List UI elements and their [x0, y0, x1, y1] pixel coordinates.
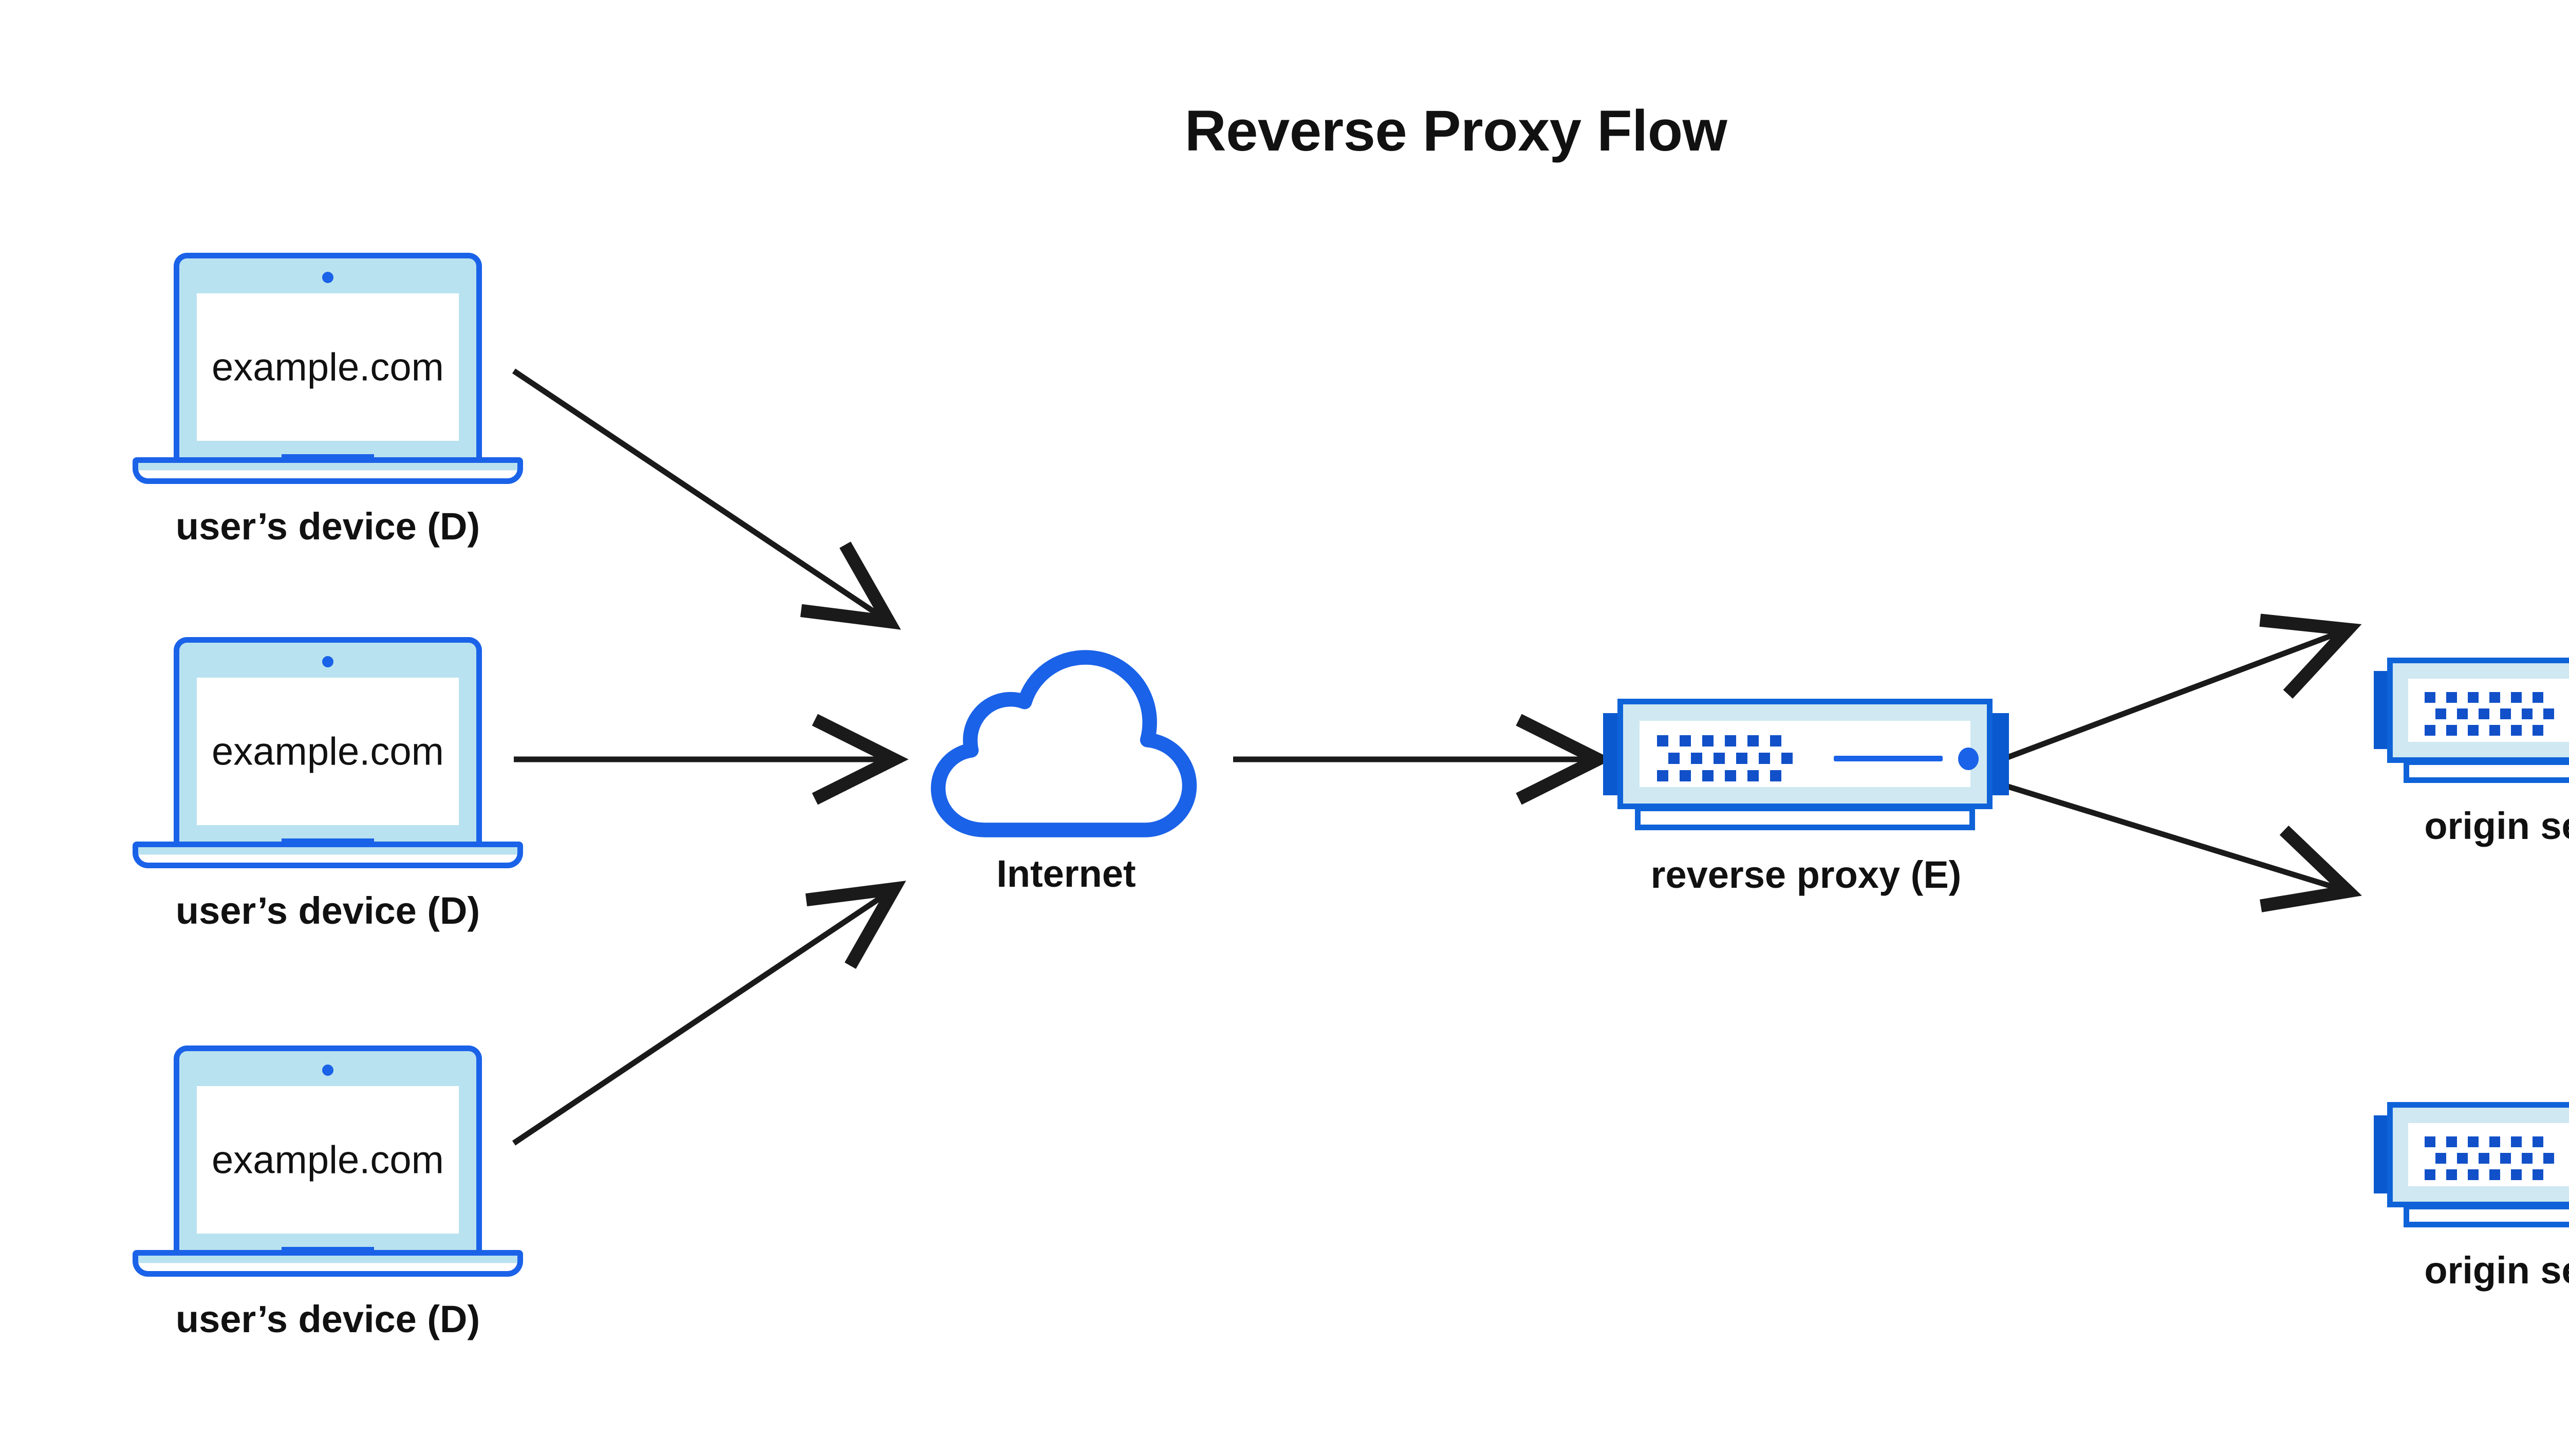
- edge-proxy-origin1: [2005, 629, 2348, 761]
- server-face-panel: [1640, 721, 1979, 787]
- node-label-reverse-proxy: reverse proxy (E): [1650, 853, 1962, 896]
- server-led-icon: [1958, 748, 1979, 770]
- node-label-client-3: user’s device (D): [175, 1298, 480, 1340]
- server-face-panel: [2408, 1123, 2569, 1186]
- server-slot-line: [1834, 756, 1943, 761]
- laptop-icon: example.com: [133, 253, 523, 489]
- screen-url-text: example.com: [212, 1138, 444, 1182]
- server-chassis: [2387, 658, 2569, 763]
- server-face-panel: [2408, 679, 2569, 742]
- laptop-screen: example.com: [197, 1086, 459, 1234]
- edge-proxy-origin2: [2005, 783, 2348, 891]
- server-chassis: [1617, 699, 1993, 809]
- node-origin-server-1[interactable]: origin server (F): [2374, 658, 2569, 847]
- node-client-1[interactable]: example.com user’s device (D): [133, 253, 523, 548]
- node-client-2[interactable]: example.com user’s device (D): [133, 637, 523, 932]
- laptop-lid: example.com: [174, 637, 482, 843]
- cloud-icon: [930, 650, 1197, 837]
- server-stand: [1635, 806, 1975, 830]
- node-reverse-proxy[interactable]: reverse proxy (E): [1603, 699, 2009, 896]
- camera-dot-icon: [322, 1065, 333, 1076]
- laptop-base: [133, 457, 523, 484]
- server-stand: [2404, 1204, 2569, 1227]
- laptop-base: [133, 842, 523, 868]
- laptop-screen: example.com: [197, 678, 459, 825]
- node-label-client-1: user’s device (D): [175, 505, 480, 548]
- laptop-lid: example.com: [174, 253, 482, 458]
- screen-url-text: example.com: [212, 345, 444, 389]
- camera-dot-icon: [322, 272, 333, 283]
- screen-url-text: example.com: [212, 730, 444, 773]
- edge-client1-internet: [512, 368, 889, 622]
- server-stand: [2404, 759, 2569, 783]
- node-origin-server-2[interactable]: origin server (F): [2374, 1102, 2569, 1292]
- laptop-lid: example.com: [174, 1046, 482, 1251]
- node-client-3[interactable]: example.com user’s device (D): [133, 1046, 523, 1340]
- camera-dot-icon: [322, 656, 333, 667]
- diagram-title: Reverse Proxy Flow: [1184, 99, 1727, 163]
- node-label-internet: Internet: [996, 852, 1136, 895]
- edge-client3-internet: [512, 889, 894, 1146]
- laptop-base: [133, 1250, 523, 1277]
- laptop-icon: example.com: [133, 637, 523, 873]
- laptop-icon: example.com: [133, 1046, 523, 1282]
- laptop-screen: example.com: [197, 293, 459, 441]
- node-label-origin-server-1: origin server (F): [2424, 805, 2569, 847]
- node-label-origin-server-2: origin server (F): [2424, 1249, 2569, 1292]
- node-label-client-2: user’s device (D): [175, 889, 480, 932]
- server-chassis: [2387, 1102, 2569, 1207]
